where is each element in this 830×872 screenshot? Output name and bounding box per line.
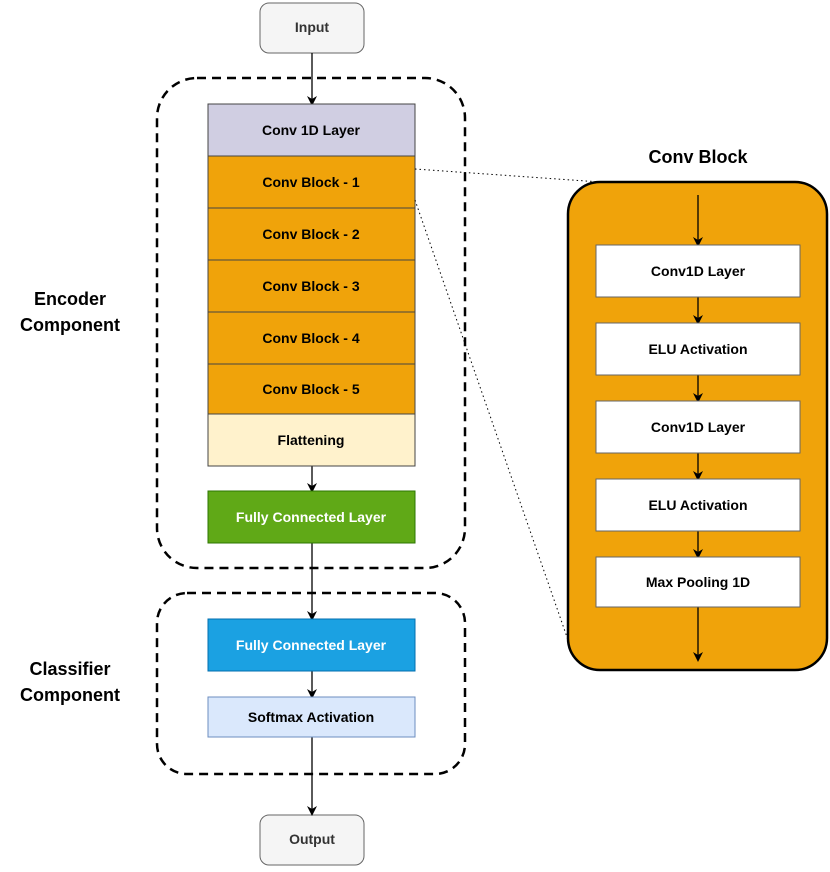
encoder-label-line1: Encoder	[34, 289, 106, 309]
conv-block-title: Conv Block	[648, 147, 748, 167]
encoder-fc-layer	[207, 490, 416, 544]
conv-block-step-1-label: Conv1D Layer	[651, 263, 746, 279]
encoder-component-outline	[155, 76, 467, 570]
conv-block-step-5-label: Max Pooling 1D	[646, 574, 750, 590]
layer-conv-block-2	[207, 207, 416, 261]
layer-conv-block-1-label: Conv Block - 1	[262, 174, 359, 190]
layer-conv-block-1	[207, 155, 416, 209]
classifier-component-outline	[155, 591, 467, 776]
layer-flattening-label: Flattening	[278, 432, 345, 448]
output-label: Output	[289, 831, 335, 847]
layer-conv-block-3-label: Conv Block - 3	[262, 278, 359, 294]
encoder-stack: Conv 1D Layer Conv Block - 1 Conv Block …	[207, 103, 416, 467]
conv-block-step-1	[595, 244, 801, 298]
classifier-label-line2: Component	[20, 685, 120, 705]
zoom-connector-bottom	[414, 199, 569, 641]
encoder-fc-label: Fully Connected Layer	[236, 509, 387, 525]
layer-flattening	[207, 413, 416, 467]
conv-block-step-3	[595, 400, 801, 454]
conv-block-step-2	[595, 322, 801, 376]
layer-conv-block-4	[207, 311, 416, 365]
conv-block-step-5	[595, 556, 801, 608]
input-label: Input	[295, 19, 330, 35]
layer-conv1d	[207, 103, 416, 157]
softmax-label: Softmax Activation	[248, 709, 374, 725]
encoder-label-line2: Component	[20, 315, 120, 335]
classifier-label-line1: Classifier	[29, 659, 110, 679]
conv-block-step-4-label: ELU Activation	[648, 497, 747, 513]
layer-conv-block-2-label: Conv Block - 2	[262, 226, 359, 242]
conv-block-step-2-label: ELU Activation	[648, 341, 747, 357]
conv-block-step-4	[595, 478, 801, 532]
classifier-fc-label: Fully Connected Layer	[236, 637, 387, 653]
layer-conv-block-4-label: Conv Block - 4	[262, 330, 359, 346]
conv-block-step-3-label: Conv1D Layer	[651, 419, 746, 435]
layer-conv1d-label: Conv 1D Layer	[262, 122, 361, 138]
classifier-fc-layer	[207, 618, 416, 672]
zoom-connector-top	[414, 168, 601, 183]
softmax-layer	[207, 696, 416, 738]
layer-conv-block-5-label: Conv Block - 5	[262, 381, 359, 397]
